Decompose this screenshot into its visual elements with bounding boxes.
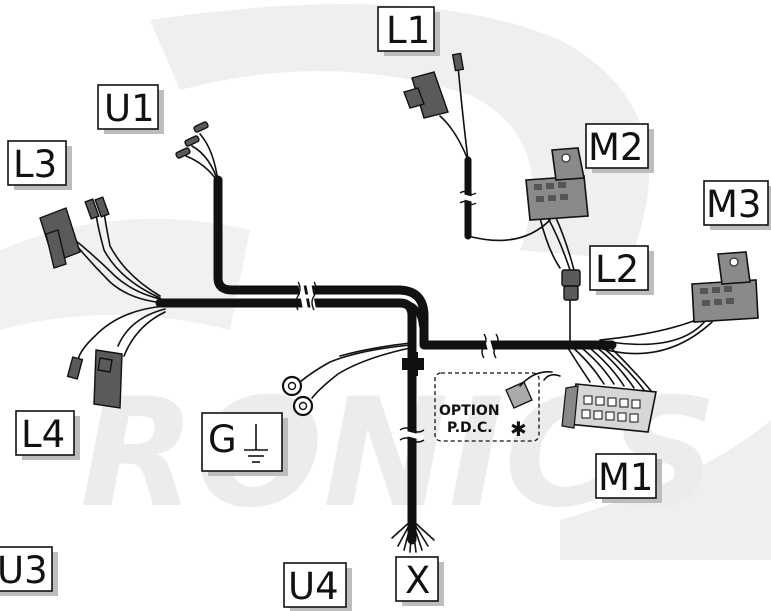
m2-relay-icon [525, 147, 589, 271]
svg-text:U1: U1 [104, 87, 155, 130]
l1-wires [403, 52, 551, 242]
pdc-text: P.D.C. [447, 420, 493, 436]
svg-text:L4: L4 [21, 413, 65, 456]
l4-connector-icon [66, 349, 123, 409]
option-text: OPTION [439, 403, 500, 419]
l1-connector-icon [403, 52, 465, 119]
l3-wires [39, 196, 166, 304]
u1-wires [175, 121, 219, 183]
svg-text:X: X [405, 559, 430, 602]
label-u1: U1 [97, 84, 164, 134]
label-u3: U3 [0, 546, 58, 596]
svg-text:L2: L2 [595, 248, 639, 291]
m3-relay-icon [589, 251, 759, 355]
svg-text:U4: U4 [288, 565, 339, 608]
label-m1: M1 [595, 453, 662, 503]
m1-wires [543, 344, 653, 393]
svg-text:L3: L3 [13, 143, 57, 186]
label-m3: M3 [703, 180, 771, 230]
cut-mark-down [399, 427, 425, 443]
ring-terminal-icon [281, 375, 314, 417]
svg-text:G: G [208, 418, 237, 461]
bundle-x-ends [391, 519, 435, 553]
svg-text:M2: M2 [588, 126, 643, 169]
option-pdc-box: OPTION P.D.C. ✱ [434, 370, 553, 442]
ground-wires [281, 342, 411, 417]
label-l3: L3 [7, 140, 72, 190]
label-l4: L4 [15, 410, 80, 460]
l3-connector-icon [39, 196, 110, 269]
svg-text:M3: M3 [706, 183, 761, 226]
main-harness [155, 175, 617, 545]
svg-text:M1: M1 [598, 456, 653, 499]
label-m2: M2 [585, 123, 654, 173]
spade-terminal-icon [175, 121, 209, 159]
svg-text:L1: L1 [386, 9, 430, 52]
l4-wires [66, 305, 166, 409]
label-u4: U4 [283, 562, 352, 611]
l2-connector-icon [561, 269, 581, 346]
svg-text:U3: U3 [0, 549, 48, 592]
asterisk-icon: ✱ [510, 417, 527, 441]
pdc-connector-icon [505, 381, 533, 409]
label-l2: L2 [589, 245, 654, 295]
m1-connector-icon [561, 383, 657, 433]
cut-mark-upper [295, 279, 317, 313]
label-g: G [201, 412, 288, 476]
ground-icon [244, 424, 268, 463]
label-l1: L1 [377, 6, 440, 56]
label-x: X [395, 556, 444, 606]
cut-mark-right [481, 333, 499, 359]
